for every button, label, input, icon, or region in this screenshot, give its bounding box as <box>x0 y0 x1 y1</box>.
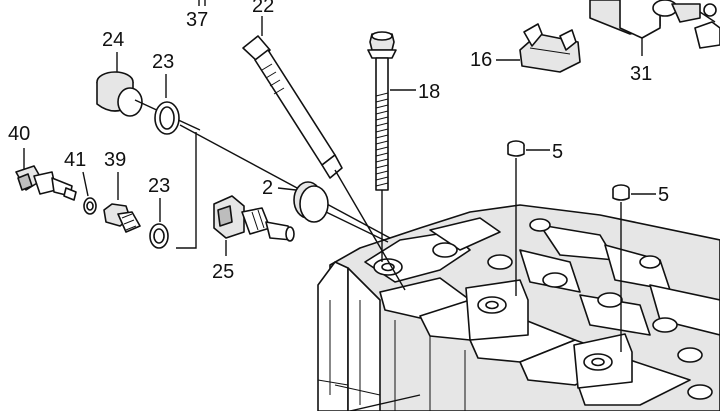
part-22-pin: 22 <box>242 0 406 291</box>
callout-41: 41 <box>64 149 86 171</box>
callout-22: 22 <box>252 0 274 17</box>
part-41-washer: 41 <box>64 149 97 215</box>
cylinder-head <box>317 204 720 411</box>
part-37: 37 <box>186 0 208 31</box>
part-31-bearing-cap: 31 <box>589 0 720 85</box>
callout-23-lower: 23 <box>148 175 170 197</box>
part-5-cap-upper: 5 <box>507 140 563 296</box>
part-39-fitting: 39 <box>103 149 141 233</box>
part-24-plug: 24 <box>96 29 201 131</box>
callout-23-upper: 23 <box>152 51 174 73</box>
callout-5-lower: 5 <box>658 184 669 206</box>
callout-31: 31 <box>630 63 652 85</box>
callout-2: 2 <box>262 177 273 199</box>
part-23-seal-ring-upper: 23 <box>152 51 391 249</box>
callout-5-upper: 5 <box>552 141 563 163</box>
part-40-sensor: 40 <box>8 123 77 201</box>
callout-39: 39 <box>104 149 126 171</box>
callout-24: 24 <box>102 29 124 51</box>
callout-18: 18 <box>418 81 440 103</box>
part-16-bracket: 16 <box>470 23 581 73</box>
callout-16: 16 <box>470 49 492 71</box>
part-2-cup-plug: 2 <box>262 177 389 243</box>
part-5-cap-lower: 5 <box>612 184 669 352</box>
callout-25: 25 <box>212 261 234 283</box>
callout-40: 40 <box>8 123 30 145</box>
part-23-seal-ring-lower: 23 <box>148 175 170 249</box>
part-25-sensor: 25 <box>212 195 295 283</box>
part-18-bolt: 18 <box>367 31 440 262</box>
callout-37: 37 <box>186 9 208 31</box>
